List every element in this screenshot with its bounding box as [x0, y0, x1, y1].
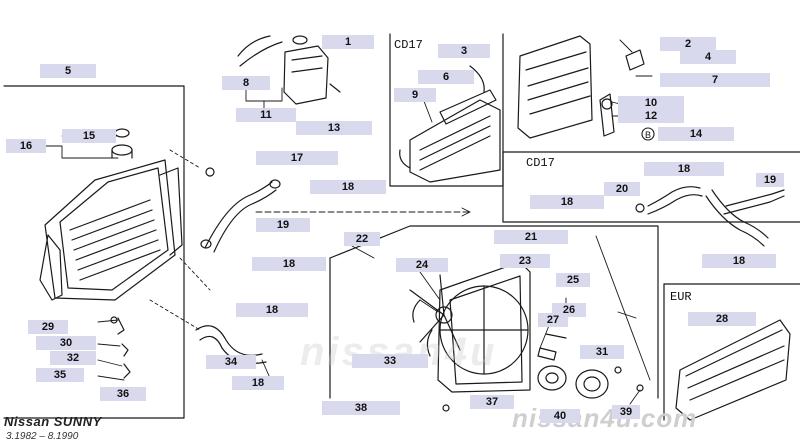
- section-cd17-top: CD17: [394, 38, 423, 52]
- part-callout-18f[interactable]: 18: [236, 303, 308, 317]
- part-callout-31[interactable]: 31: [580, 345, 624, 359]
- part-callout-25[interactable]: 25: [556, 273, 590, 287]
- part-callout-7[interactable]: 7: [660, 73, 770, 87]
- eur-panel-drawing: [675, 319, 791, 421]
- cd17-hose-drawing: [635, 186, 785, 247]
- part-callout-6[interactable]: 6: [418, 70, 474, 84]
- part-callout-1[interactable]: 1: [322, 35, 374, 49]
- date-range: 3.1982 – 8.1990: [6, 431, 79, 442]
- part-callout-18g[interactable]: 18: [232, 376, 284, 390]
- part-callout-23[interactable]: 23: [500, 254, 550, 268]
- part-callout-35[interactable]: 35: [36, 368, 84, 382]
- part-callout-33[interactable]: 33: [352, 354, 428, 368]
- part-callout-24[interactable]: 24: [396, 258, 448, 272]
- part-callout-12[interactable]: 12: [618, 109, 684, 123]
- section-cd17-mid: CD17: [526, 156, 555, 170]
- part-callout-18e[interactable]: 18: [702, 254, 776, 268]
- radiator-frame: [3, 85, 185, 419]
- part-callout-32[interactable]: 32: [50, 351, 96, 365]
- part-callout-17[interactable]: 17: [256, 151, 338, 165]
- part-callout-18a[interactable]: 18: [310, 180, 386, 194]
- part-callout-28[interactable]: 28: [688, 312, 756, 326]
- part-callout-14[interactable]: 14: [658, 127, 734, 141]
- part-callout-34[interactable]: 34: [206, 355, 256, 369]
- part-callout-4[interactable]: 4: [680, 50, 736, 64]
- part-callout-18c[interactable]: 18: [530, 195, 604, 209]
- part-callout-37[interactable]: 37: [470, 395, 514, 409]
- part-callout-36[interactable]: 36: [100, 387, 146, 401]
- part-callout-10[interactable]: 10: [618, 96, 684, 110]
- part-callout-38[interactable]: 38: [322, 401, 400, 415]
- part-callout-27[interactable]: 27: [538, 313, 568, 327]
- part-callout-19b[interactable]: 19: [756, 173, 784, 187]
- fan-motor-drawing: [442, 333, 644, 412]
- part-callout-15[interactable]: 15: [62, 129, 116, 143]
- part-callout-3[interactable]: 3: [438, 44, 490, 58]
- radiator-upper-right-drawing: [517, 35, 645, 139]
- leader-lines: [45, 39, 653, 405]
- part-callout-19a[interactable]: 19: [256, 218, 310, 232]
- part-callout-20[interactable]: 20: [604, 182, 640, 196]
- cd17-frame-mid: [502, 151, 800, 223]
- cd17-radiator-drawing: [399, 65, 501, 183]
- part-callout-40[interactable]: 40: [540, 409, 580, 423]
- part-callout-16[interactable]: 16: [6, 139, 46, 153]
- part-callout-11[interactable]: 11: [236, 108, 296, 122]
- drain-fasteners-drawing: [110, 316, 131, 379]
- part-callout-9[interactable]: 9: [394, 88, 436, 102]
- part-callout-21[interactable]: 21: [494, 230, 568, 244]
- cd17-frame-top: [389, 33, 504, 187]
- part-callout-18b[interactable]: 18: [644, 162, 724, 176]
- part-callout-30[interactable]: 30: [36, 336, 96, 350]
- part-callout-18d[interactable]: 18: [252, 257, 326, 271]
- section-eur: EUR: [670, 290, 692, 304]
- brand-title: Nissan SUNNY: [4, 414, 102, 429]
- reservoir-tank-drawing: [237, 35, 341, 105]
- part-callout-5[interactable]: 5: [40, 64, 96, 78]
- part-callout-22[interactable]: 22: [344, 232, 380, 246]
- part-callout-39[interactable]: 39: [612, 405, 640, 419]
- part-callout-2[interactable]: 2: [660, 37, 716, 51]
- part-callout-29[interactable]: 29: [28, 320, 68, 334]
- radiator-drawing: [39, 128, 183, 301]
- watermark-faint: nissan4u: [300, 330, 498, 374]
- circled-b-marker: B: [641, 127, 655, 141]
- part-callout-13[interactable]: 13: [296, 121, 372, 135]
- part-callout-8[interactable]: 8: [222, 76, 270, 90]
- circled-b-text: B: [645, 130, 651, 140]
